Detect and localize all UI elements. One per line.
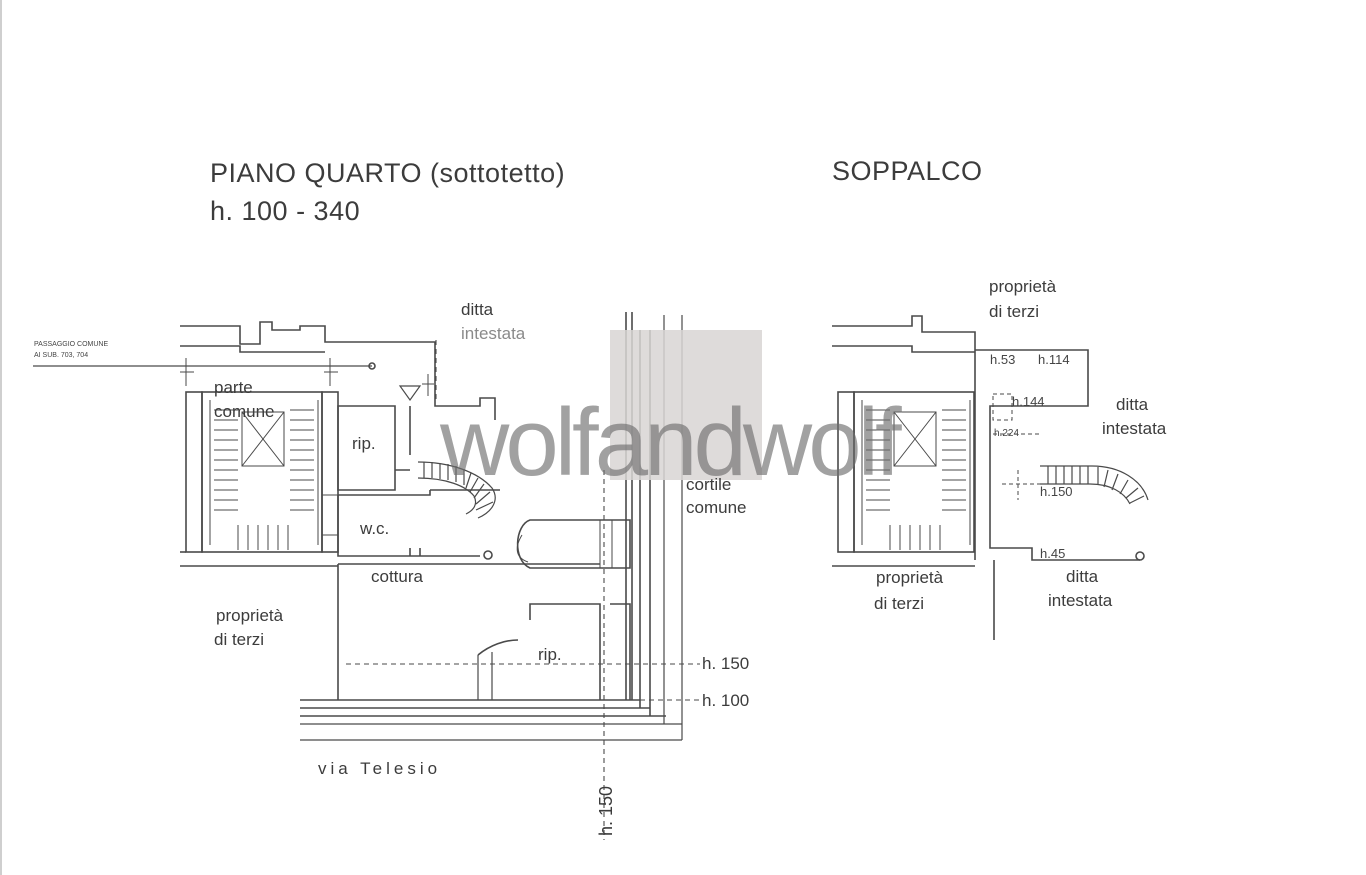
label-h224: h.224 <box>994 428 1020 439</box>
label-ditta-bottom: ditta <box>1066 567 1099 586</box>
label-rip-upper: rip. <box>352 434 376 453</box>
label-wc: w.c. <box>360 519 390 538</box>
label-intestata: intestata <box>461 324 526 343</box>
label-di-terzi-top: di terzi <box>989 302 1040 321</box>
label-h53: h.53 <box>990 352 1016 367</box>
label-cottura: cottura <box>371 567 423 586</box>
page-edge-rule <box>0 0 2 875</box>
left-top-wall <box>180 321 496 420</box>
label-ditta-right: ditta <box>1116 395 1149 414</box>
label-ditta: ditta <box>461 300 494 319</box>
label-comune: comune <box>214 402 275 421</box>
plan-left-title: PIANO QUARTO (sottotetto) <box>210 158 566 188</box>
plan-right-title: SOPPALCO <box>832 156 983 186</box>
label-di-terzi-bottom: di terzi <box>874 594 925 613</box>
label-street: via Telesio <box>318 759 442 778</box>
watermark-box <box>610 330 762 480</box>
label-proprieta: proprietà <box>216 606 284 625</box>
label-h150-vertical: h. 150 <box>596 785 616 836</box>
label-rip-lower: rip. <box>538 645 562 664</box>
label-passaggio-line2: AI SUB. 703, 704 <box>34 352 89 359</box>
label-h114: h.114 <box>1038 352 1070 367</box>
label-cortile: cortile <box>686 475 732 494</box>
label-h150-right: h.150 <box>1040 484 1073 499</box>
label-cortile-comune: comune <box>686 498 747 517</box>
watermark-text: wolfandwolf <box>440 389 902 496</box>
label-di-terzi: di terzi <box>214 630 265 649</box>
label-h45: h.45 <box>1040 546 1066 561</box>
label-h150: h. 150 <box>702 654 750 673</box>
label-intestata-right: intestata <box>1102 419 1167 438</box>
label-passaggio-line1: PASSAGGIO COMUNE <box>34 341 109 348</box>
plan-left-subtitle: h. 100 - 340 <box>210 196 361 226</box>
label-h144: h.144 <box>1012 394 1045 409</box>
label-parte: parte <box>214 378 253 397</box>
label-intestata-bottom: intestata <box>1048 591 1113 610</box>
label-proprieta-top: proprietà <box>989 277 1057 296</box>
label-proprieta-bottom: proprietà <box>876 568 944 587</box>
label-h100: h. 100 <box>702 691 750 710</box>
